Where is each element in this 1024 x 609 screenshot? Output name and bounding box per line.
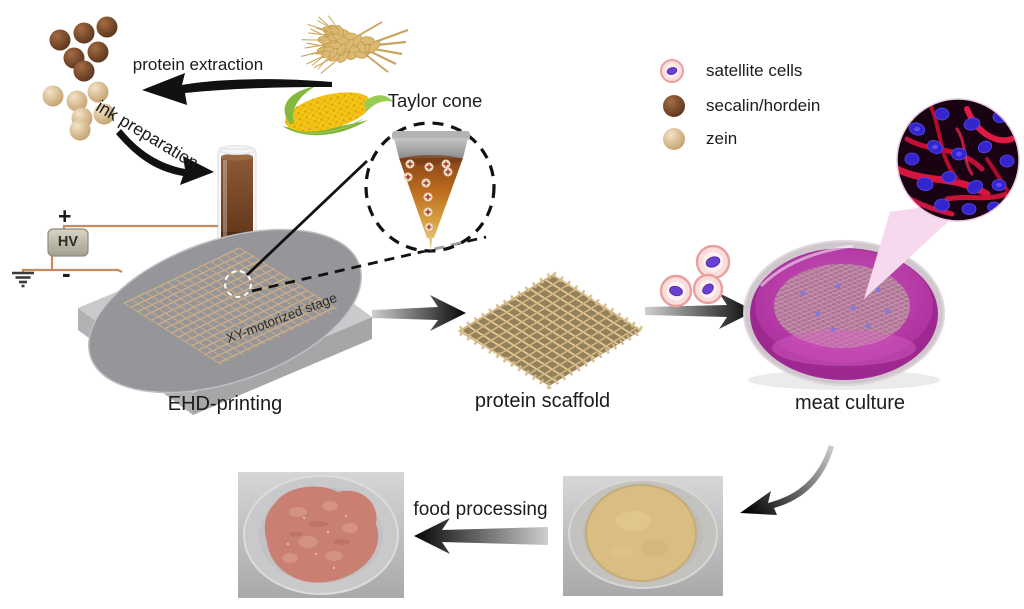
taylor-cone-callout xyxy=(224,121,496,298)
fluorescence-micrograph xyxy=(896,98,1020,222)
cultured-product-photo xyxy=(563,476,723,596)
zein-sphere-icon xyxy=(663,128,685,150)
ground-wire xyxy=(21,256,54,273)
legend-icons xyxy=(660,59,685,150)
legend-item-satellite-cells: satellite cells xyxy=(706,61,803,80)
callout-line-upper xyxy=(246,159,368,277)
hv-power-supply xyxy=(47,228,89,257)
zein-spheres xyxy=(42,81,115,141)
processed-meat-photo xyxy=(238,472,404,598)
taylor-cone-shape xyxy=(399,158,463,252)
protein-extraction-arrow xyxy=(142,73,332,105)
callout-line-lower xyxy=(251,235,487,293)
arrow-to-scaffold xyxy=(372,295,466,331)
food-processing-arrow xyxy=(414,518,548,554)
printed-mesh xyxy=(123,247,338,365)
xy-motorized-stage xyxy=(78,228,372,415)
electrode-plus-label: + xyxy=(58,203,72,229)
arrow-culture-to-product xyxy=(740,445,834,515)
wheat-icon xyxy=(298,10,413,81)
protein-scaffold-mesh xyxy=(452,270,648,390)
food-processing-label: food processing xyxy=(413,499,548,520)
hv-label: HV xyxy=(57,234,79,250)
nozzle-cap xyxy=(394,138,468,158)
fluorescence-callout-wedge xyxy=(864,200,972,299)
charged-particles xyxy=(403,159,453,231)
protein-extraction-label: protein extraction xyxy=(132,55,264,74)
seeded-cells xyxy=(800,283,891,333)
ehd-printing-label: EHD-printing xyxy=(167,393,283,415)
taylor-cone-label: Taylor cone xyxy=(387,90,483,111)
satellite-cells xyxy=(659,244,731,308)
arrow-to-culture xyxy=(645,293,755,329)
satellite-cell-icon xyxy=(660,59,684,83)
meat-culture-dish xyxy=(742,239,946,390)
secalin-hordein-spheres xyxy=(49,16,118,82)
hv-wires xyxy=(21,224,218,273)
corn-icon xyxy=(282,86,394,136)
legend-item-zein: zein xyxy=(706,129,738,148)
ink-preparation-arrow xyxy=(116,129,214,185)
positive-wire xyxy=(62,224,218,229)
protein-scaffold-label: protein scaffold xyxy=(474,390,611,412)
meat-culture-label: meat culture xyxy=(794,392,906,414)
stage-wire xyxy=(52,268,123,273)
legend-item-secalin-hordein: secalin/hordein xyxy=(706,96,821,115)
electrode-minus-label: - xyxy=(62,258,71,288)
secalin-hordein-sphere-icon xyxy=(663,95,685,117)
needle-tip-circle xyxy=(224,270,252,298)
ground-icon xyxy=(12,271,34,288)
